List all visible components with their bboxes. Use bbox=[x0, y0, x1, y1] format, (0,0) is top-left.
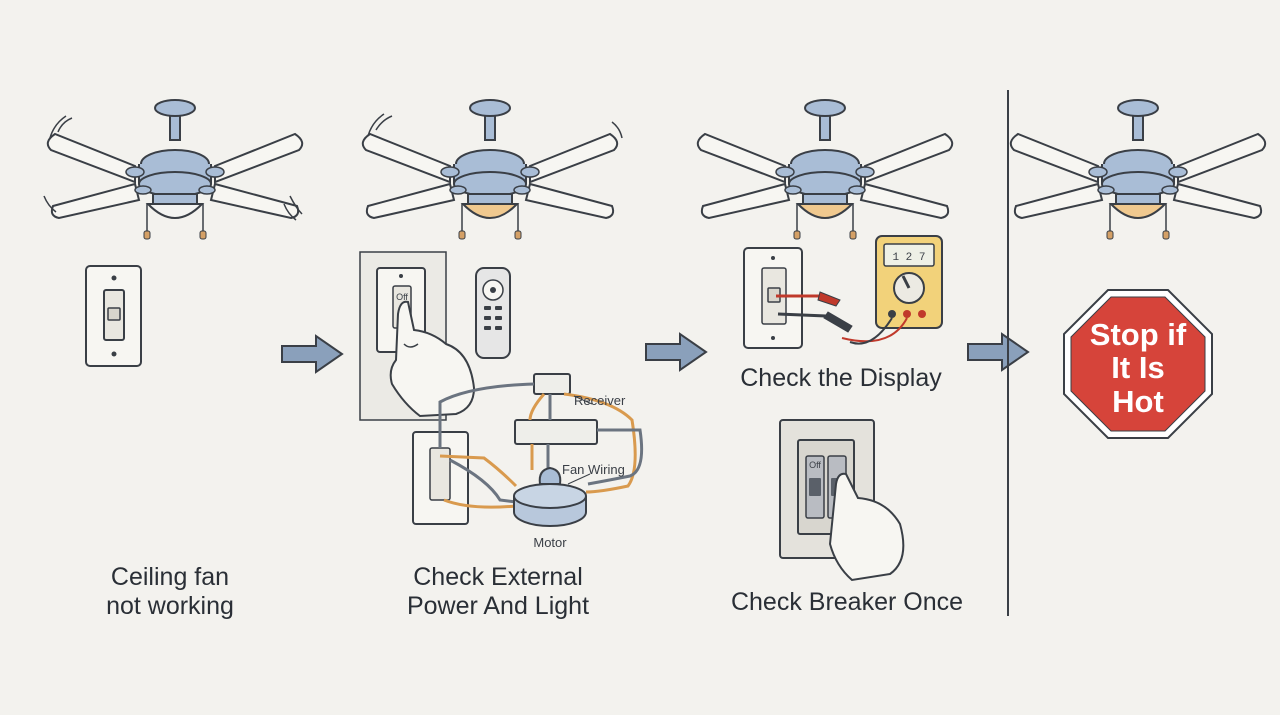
stop-sign bbox=[1063, 289, 1213, 439]
step-1-label-line1: Ceiling fan bbox=[110, 563, 230, 591]
step-2-label-line1: Check External bbox=[413, 563, 583, 591]
fan-illustration-3 bbox=[696, 99, 954, 240]
breaker-off-label: Off bbox=[809, 460, 821, 470]
stop-line-1: Stop if bbox=[1089, 317, 1187, 352]
step-2-label: Check External Power And Light bbox=[370, 563, 626, 621]
step-1-label: Ceiling fan not working bbox=[60, 563, 280, 621]
stop-sign-text: Stop if It Is Hot bbox=[1068, 317, 1208, 419]
wiring-diagram bbox=[412, 373, 644, 527]
fan-wiring-label: Fan Wiring bbox=[562, 462, 625, 477]
arrow-1 bbox=[281, 334, 344, 374]
fan-illustration-4 bbox=[1009, 99, 1267, 240]
step-3-breaker-label: Check Breaker Once bbox=[730, 588, 964, 616]
receiver-label: Receiver bbox=[574, 393, 626, 408]
arrow-2 bbox=[645, 332, 708, 372]
step-1-label-line2: not working bbox=[106, 591, 234, 620]
wall-panel bbox=[359, 251, 476, 421]
multimeter: 1 2 7 bbox=[841, 235, 943, 345]
remote-control bbox=[475, 267, 511, 359]
stop-line-3: Hot bbox=[1112, 383, 1164, 419]
svg-text:1 2 7: 1 2 7 bbox=[892, 252, 925, 264]
fan-illustration-1 bbox=[43, 99, 304, 240]
motor-label: Motor bbox=[533, 535, 567, 550]
wall-switch-1 bbox=[85, 265, 142, 367]
stop-line-2: It Is bbox=[1111, 350, 1165, 386]
fan-illustration-2 bbox=[361, 99, 623, 240]
step-2-label-line2: Power And Light bbox=[406, 591, 590, 620]
switch-off-label: Off bbox=[396, 292, 408, 302]
arrow-3 bbox=[967, 332, 1030, 372]
outlet-with-probes bbox=[743, 247, 853, 349]
step-3-display-label: Check the Display bbox=[740, 364, 942, 392]
breaker-panel bbox=[779, 419, 905, 582]
